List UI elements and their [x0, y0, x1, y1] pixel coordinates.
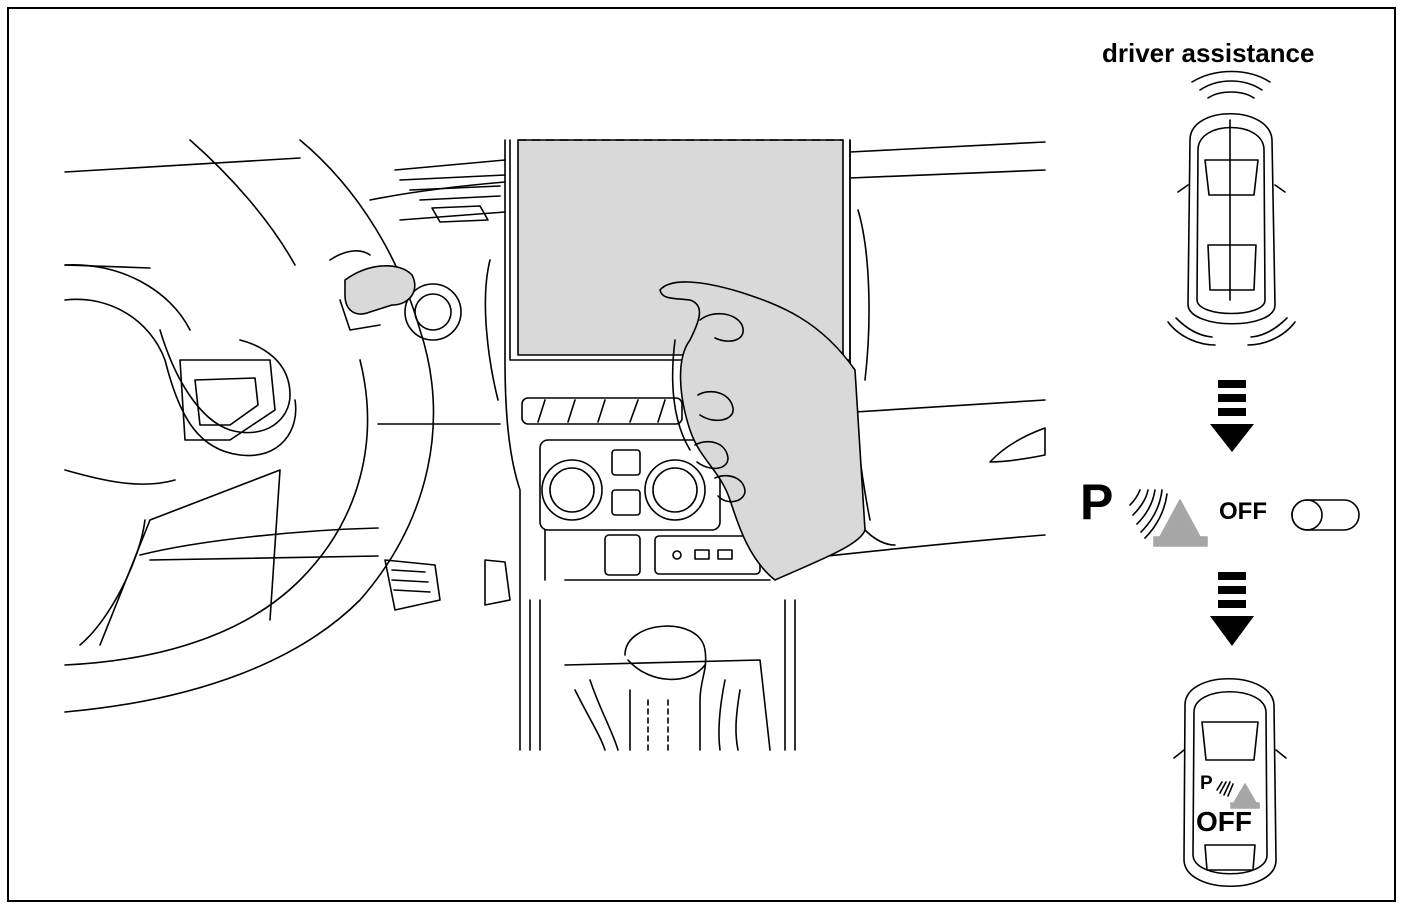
result-parking-symbol: P [1200, 774, 1213, 794]
toggle-switch-off-icon [1292, 500, 1359, 530]
car-with-parking-sensor-off-icon [1174, 679, 1286, 887]
title: driver assistance [1102, 38, 1314, 69]
car-with-sensor-waves-icon [1168, 72, 1295, 346]
status-off-label: OFF [1219, 499, 1267, 525]
left-hand-icon [345, 266, 415, 314]
steering-wheel-icon [65, 140, 434, 712]
parking-sensor-icon [1130, 490, 1207, 546]
down-arrow-icon [1210, 572, 1254, 646]
down-arrow-icon [1210, 380, 1254, 452]
result-off-label: OFF [1196, 807, 1252, 837]
parking-symbol-label: P [1080, 477, 1113, 527]
